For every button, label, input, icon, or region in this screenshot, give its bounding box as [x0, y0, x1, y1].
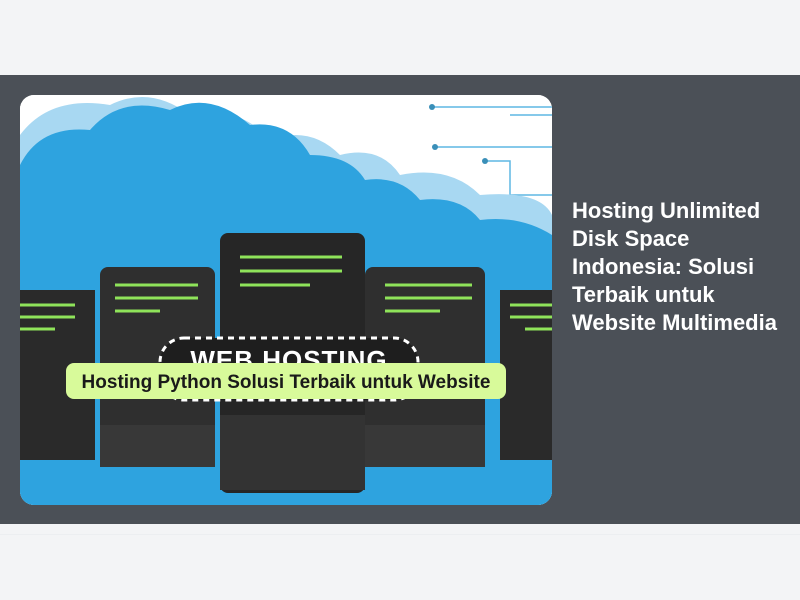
- featured-image-link[interactable]: WEB HOSTING Hosting Python Solusi Terbai…: [20, 95, 552, 505]
- top-strip: [0, 0, 800, 75]
- caption-pill: [66, 363, 506, 399]
- divider: [0, 534, 800, 535]
- bottom-strip: [0, 524, 800, 600]
- image-caption: Hosting Python Solusi Terbaik untuk Webs…: [82, 372, 491, 393]
- featured-image: WEB HOSTING Hosting Python Solusi Terbai…: [20, 95, 552, 505]
- article-title[interactable]: Hosting Unlimited Disk Space Indonesia: …: [572, 198, 777, 335]
- circuit-lines: [432, 106, 552, 196]
- server-lights: [20, 255, 552, 331]
